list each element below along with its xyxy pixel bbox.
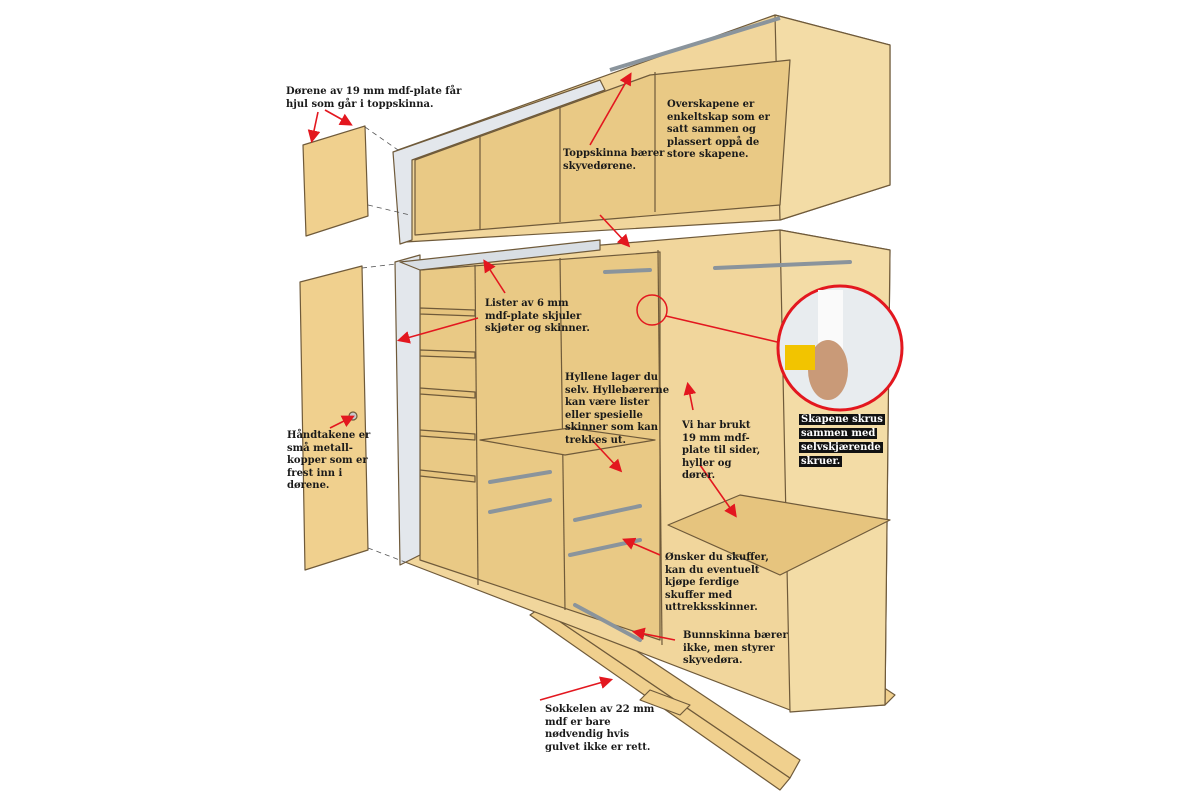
- screw-inset-photo: [776, 284, 904, 412]
- label-doors: Dørene av 19 mm mdf-plate får hjul som g…: [286, 86, 462, 110]
- handle-icon: [348, 411, 358, 421]
- label-top-rail: Toppskinna bærer skyvedørene.: [563, 148, 665, 172]
- upper-door: [302, 125, 369, 237]
- label-screws: Skapene skrus sammen med selvskjærende s…: [799, 414, 885, 467]
- label-plinth: Sokkelen av 22 mm mdf er bare nødvendig …: [545, 704, 655, 753]
- annotation-arrows: [307, 72, 737, 701]
- label-drawers: Ønsker du skuffer, kan du eventuelt kjøp…: [665, 552, 769, 613]
- label-mdf: Vi har brukt 19 mm mdf- plate til sider,…: [682, 420, 761, 481]
- label-upper-cabinets: Overskapene er enkeltskap som er satt sa…: [667, 99, 770, 160]
- label-bottom-rail: Bunnskinna bærer ikke, men styrer skyved…: [683, 630, 788, 666]
- lower-door: [299, 265, 369, 571]
- label-strips: Lister av 6 mm mdf-plate skjuler skjøter…: [485, 298, 590, 334]
- label-screws-box: Skapene skrus sammen med selvskjærende s…: [799, 413, 885, 469]
- label-shelves: Hyllene lager du selv. Hyllebærerne kan …: [565, 372, 670, 446]
- label-handles: Håndtakene er små metall- kopper som er …: [287, 430, 371, 491]
- upper-cabinet: [392, 14, 891, 245]
